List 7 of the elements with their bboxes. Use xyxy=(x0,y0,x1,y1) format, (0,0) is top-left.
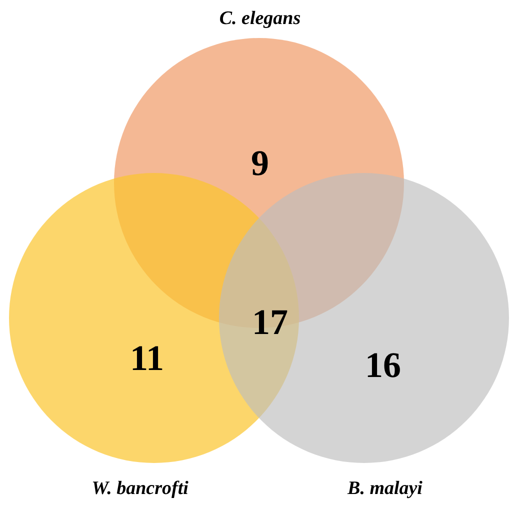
count-label: 11 xyxy=(130,337,164,379)
set-label: B. malayi xyxy=(348,478,422,500)
count-label: 17 xyxy=(252,301,288,343)
count-label: 9 xyxy=(251,142,269,184)
count-label: 16 xyxy=(365,344,401,386)
set-label: W. bancrofti xyxy=(92,478,188,500)
set-label: C. elegans xyxy=(219,8,301,30)
